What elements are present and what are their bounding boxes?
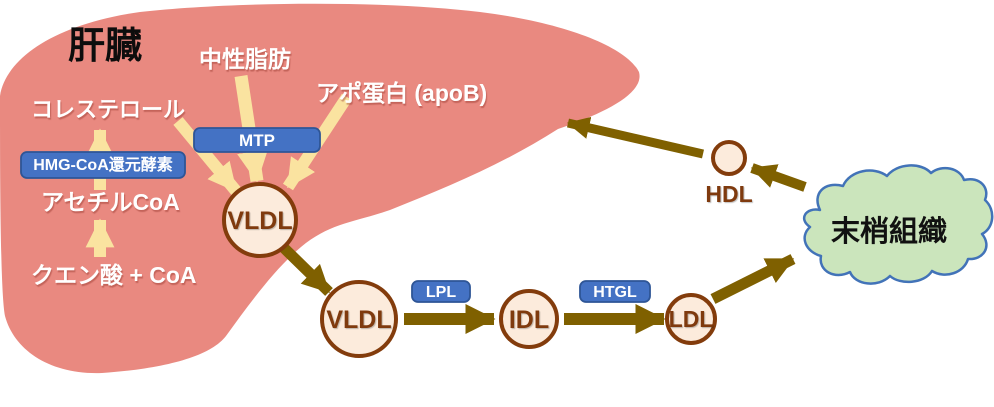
hmg-coa-reductase-box <box>20 151 186 179</box>
apob-label: アポ蛋白 (apoB) <box>316 80 487 106</box>
hmg-coa-reductase-label: HMG-CoA還元酵素 <box>33 155 173 174</box>
idl-particle <box>499 289 559 349</box>
mtp-enzyme-box <box>193 127 321 153</box>
citrate-coa-label: クエン酸 + CoA <box>31 262 196 288</box>
mtp-enzyme-label: MTP <box>239 131 275 150</box>
idl-label: IDL <box>509 306 549 334</box>
liver-shape <box>0 3 640 374</box>
vldl-plasma-label: VLDL <box>326 306 391 334</box>
arrow-vldl-secretion <box>280 244 333 296</box>
hdl-particle <box>711 140 747 176</box>
ldl-label: LDL <box>669 306 714 332</box>
liver-title: 肝臓 <box>68 25 142 66</box>
ldl-particle <box>665 293 717 345</box>
vldl-liver-particle <box>222 182 298 258</box>
htgl-enzyme-label: HTGL <box>593 284 637 301</box>
lpl-enzyme-box <box>411 280 471 303</box>
tissue-label: 末梢組織 <box>831 214 947 248</box>
cholesterol-label: コレステロール <box>31 97 185 122</box>
lpl-enzyme-label: LPL <box>426 284 456 301</box>
arrow-hdl-to-liver <box>566 116 705 159</box>
arrow-cholesterol-to-vldl <box>173 117 241 195</box>
vldl-plasma-particle <box>320 280 398 358</box>
arrow-tissue-to-hdl <box>750 163 807 192</box>
hdl-label: HDL <box>705 181 752 207</box>
vldl-liver-label: VLDL <box>227 207 292 235</box>
htgl-enzyme-box <box>579 280 651 303</box>
acetyl-coa-label: アセチルCoA <box>41 189 180 215</box>
triglyceride-label: 中性脂肪 <box>199 46 291 72</box>
arrow-ldl-to-tissue <box>710 254 796 304</box>
tissue-cloud <box>802 164 994 285</box>
